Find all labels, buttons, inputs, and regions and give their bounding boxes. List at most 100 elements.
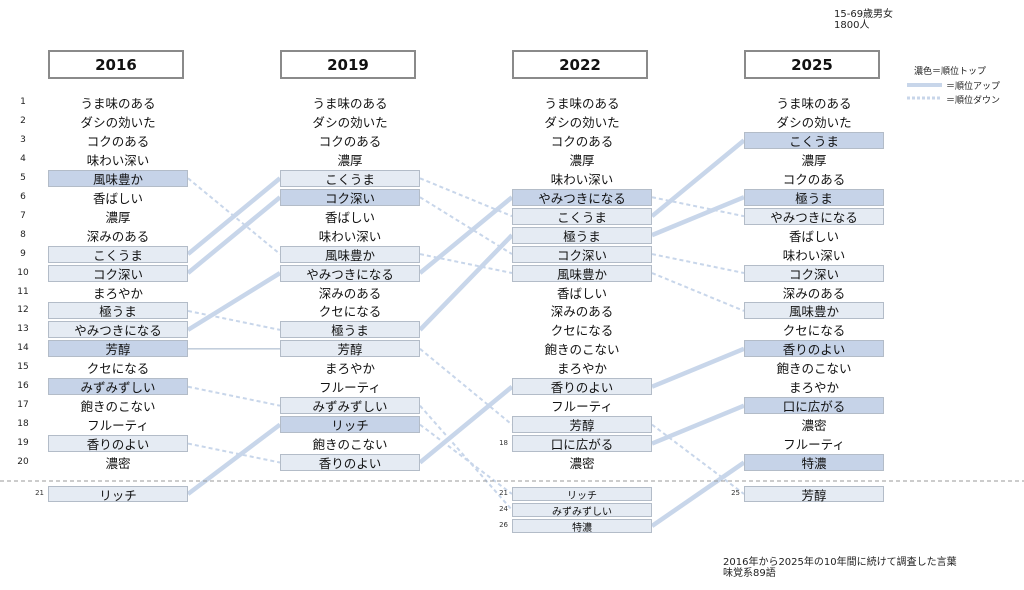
year-header-2016: 2016 — [48, 50, 184, 79]
connector-down-22 — [651, 272, 745, 312]
footnote: 2016年から2025年の10年間に続けて調査した言葉 味覚系89語 — [723, 557, 957, 579]
rank-cell: 飽きのこない — [80, 399, 156, 415]
rank-cell: ダシの効いた — [544, 114, 620, 130]
connector-up-26 — [650, 460, 746, 528]
sample-line-1: 15-69歳男女 — [834, 9, 894, 20]
rank-cell-label: 18 — [499, 439, 508, 448]
out-of-top20-rank: 24 — [499, 505, 508, 513]
rank-label: 20 — [17, 457, 29, 468]
rank-label: 9 — [20, 248, 26, 259]
rank-cell: 口に広がる — [744, 397, 884, 415]
out-of-top20-rank: 25 — [731, 489, 740, 497]
rank-cell: 風味豊か — [744, 302, 884, 320]
rank-cell: 風味豊か — [512, 264, 652, 282]
rank-cell: やみつきになる — [512, 188, 652, 206]
connector-down-9 — [419, 177, 513, 218]
rank-label: 18 — [17, 419, 29, 430]
out-of-top20-cell: 芳醇 — [744, 486, 884, 503]
rank-cell: 風味豊か — [280, 245, 420, 263]
rank-cell: 飽きのこない — [312, 437, 388, 453]
rank-cell: コク深い — [512, 245, 652, 263]
rank-cell: 芳醇 — [512, 416, 652, 434]
year-header-2019: 2019 — [280, 50, 416, 79]
rank-cell: 口に広がる — [512, 435, 652, 453]
rank-cell: ダシの効いた — [776, 114, 852, 130]
rank-label: 15 — [17, 362, 29, 373]
connector-down-3 — [187, 309, 281, 331]
rank-cell: 味わい深い — [550, 171, 614, 187]
connector-up-4 — [186, 271, 282, 332]
connector-up-13 — [418, 233, 514, 332]
rank-cell: 濃密 — [105, 456, 131, 472]
footnote-line-1: 2016年から2025年の10年間に続けて調査した言葉 — [723, 557, 957, 568]
year-header-2025: 2025 — [744, 50, 880, 79]
rank-cell: うま味のある — [80, 96, 156, 111]
rank-cell: クセになる — [782, 323, 846, 339]
connector-up-12 — [418, 195, 514, 275]
rank-cell: 味わい深い — [782, 247, 846, 263]
out-of-top20-cell: リッチ — [512, 487, 652, 502]
rank-cell: 濃密 — [801, 418, 827, 434]
rank-cell: コク深い — [280, 188, 420, 206]
connector-down-14 — [419, 348, 513, 426]
rank-cell: 深みのある — [318, 285, 382, 301]
rank-cell: 飽きのこない — [776, 361, 852, 377]
rank-label: 17 — [17, 400, 29, 411]
rank-cell: 極うま — [512, 226, 652, 244]
rank-cell: 極うま — [280, 321, 420, 339]
rank-cell: こくうま — [280, 169, 420, 187]
rank-cell: リッチ — [280, 416, 420, 434]
rank-cell: 濃厚 — [569, 152, 595, 168]
rank-cell: コクのある — [318, 133, 382, 149]
rank-cell: クセになる — [550, 323, 614, 339]
rank-cell: やみつきになる — [48, 321, 188, 339]
rank-cell: コクのある — [782, 171, 846, 187]
rank-cell: フルーティ — [87, 418, 149, 434]
rank-label: 6 — [20, 191, 26, 202]
footnote-line-2: 味覚系89語 — [723, 568, 776, 579]
rank-cell: 芳醇 — [48, 340, 188, 358]
rank-cell: 飽きのこない — [544, 342, 620, 358]
connector-up-2 — [186, 195, 282, 275]
rank-cell: 濃厚 — [105, 209, 131, 225]
year-header-2022: 2022 — [512, 50, 648, 79]
rank-label: 19 — [17, 438, 29, 449]
rank-cell: みずみずしい — [48, 378, 188, 396]
rank-cell: まろやか — [788, 380, 839, 396]
rank-cell: やみつきになる — [280, 264, 420, 282]
rank-cell: やみつきになる — [744, 207, 884, 225]
sample-line-2: 1800人 — [834, 20, 870, 31]
connector-down-15 — [419, 405, 513, 511]
connector-down-18 — [651, 196, 745, 218]
connector-up-25 — [651, 403, 745, 446]
rank-cell: 芳醇 — [280, 340, 420, 358]
legend-up: ＝順位アップ — [946, 82, 1001, 92]
rank-cell: コク深い — [744, 264, 884, 282]
rank-cell: ダシの効いた — [80, 114, 156, 130]
rank-cell: まろやか — [556, 361, 607, 377]
rank-cell: クセになる — [318, 304, 382, 320]
rank-cell: こくうま — [512, 207, 652, 225]
connector-down-6 — [187, 385, 281, 407]
out-of-top20-cell: リッチ — [48, 486, 188, 503]
rank-cell: まろやか — [324, 361, 375, 377]
rank-cell: クセになる — [86, 361, 150, 377]
rank-cell: 特濃 — [744, 454, 884, 472]
rank-label: 11 — [17, 286, 29, 297]
rank-cell: コクのある — [550, 133, 614, 149]
rank-label: 2 — [20, 115, 26, 126]
connector-up-8 — [186, 422, 282, 496]
rank-label: 3 — [20, 134, 26, 145]
connector-up-23 — [651, 346, 745, 389]
rank-cell: こくうま — [744, 131, 884, 149]
rank-label: 7 — [20, 210, 26, 221]
legend-dark: 濃色＝順位トップ — [914, 67, 987, 77]
rank-cell: 香ばしい — [556, 285, 607, 301]
rank-label: 8 — [20, 229, 26, 240]
rank-cell: うま味のある — [776, 96, 852, 111]
rank-cell: 風味豊か — [48, 169, 188, 187]
connector-down-11 — [419, 253, 513, 275]
rank-cell: ダシの効いた — [312, 114, 388, 130]
rank-label: 13 — [17, 324, 29, 335]
connector-down-7 — [187, 442, 281, 464]
